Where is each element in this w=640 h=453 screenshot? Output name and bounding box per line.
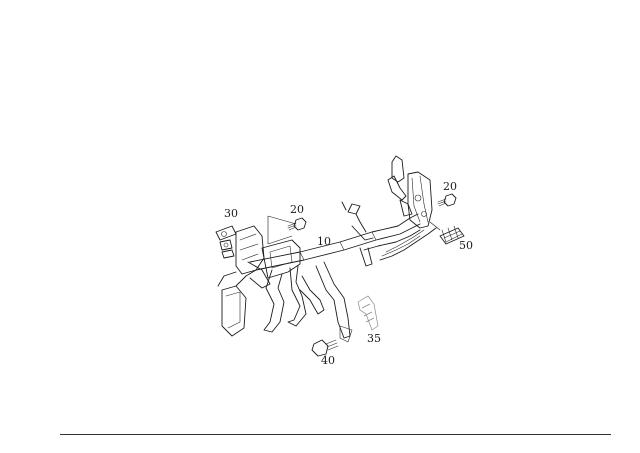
callout-10: 10 (317, 235, 331, 248)
footer-rule (60, 434, 611, 435)
hanging-arms (263, 261, 353, 343)
callout-30: 30 (224, 207, 238, 220)
callout-35: 35 (367, 332, 381, 345)
part-35-bracket (357, 295, 379, 331)
callout-40: 40 (321, 354, 335, 367)
callout-20-left: 20 (290, 203, 304, 216)
bolt-40 (311, 339, 339, 357)
right-end-bracket (387, 155, 433, 229)
clip-30 (215, 225, 237, 259)
bolt-20-right (437, 193, 457, 207)
callout-20-right: 20 (443, 180, 457, 193)
cross-member-beam (249, 201, 437, 271)
callout-labels: 10 20 20 30 35 40 50 (224, 180, 473, 367)
sleeve-50 (429, 221, 465, 245)
bolt-20-left (267, 215, 307, 245)
callout-50: 50 (459, 239, 473, 252)
left-end-bracket (217, 225, 301, 337)
